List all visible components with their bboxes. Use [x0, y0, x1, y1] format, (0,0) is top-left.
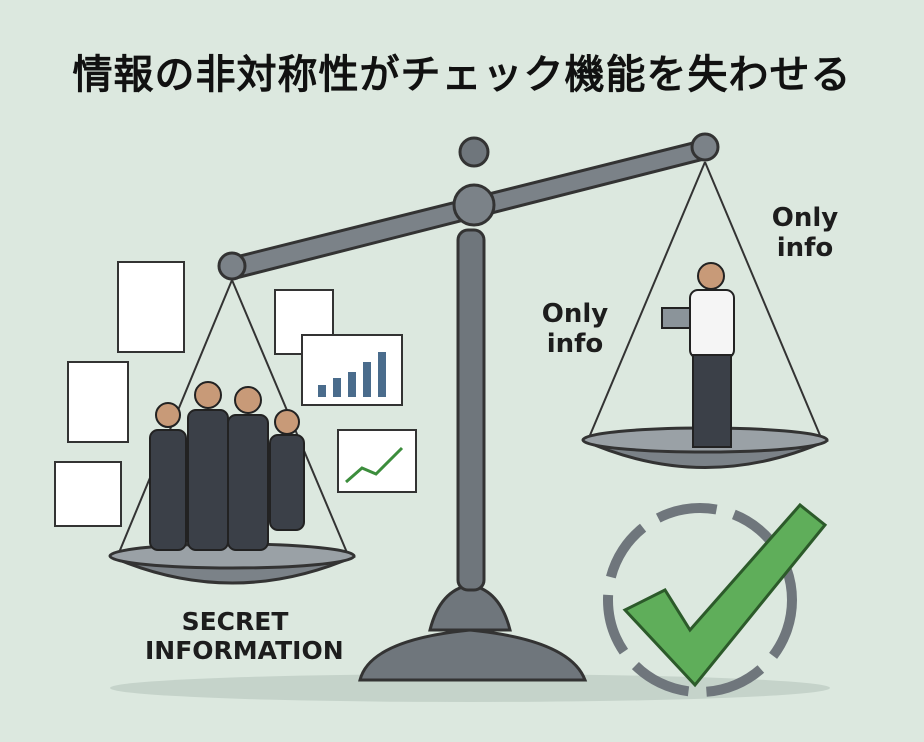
- scale-stand: [358, 136, 588, 682]
- page-title: 情報の非対称性がチェック機能を失わせる: [72, 52, 852, 98]
- only-info-b-line1: Only: [771, 203, 839, 233]
- only-info-label-left: Only info: [530, 299, 620, 360]
- scale-beam: [217, 132, 720, 281]
- left-pan: [108, 542, 356, 585]
- dashed-circle: [603, 503, 797, 697]
- only-info-label-right: Only info: [760, 203, 850, 264]
- trend-line-icon: [345, 446, 404, 484]
- only-info-a-line2: info: [546, 328, 604, 359]
- secret-label-line2: INFORMATION: [145, 635, 344, 665]
- secret-label-line1: SECRET: [181, 607, 289, 636]
- group-of-people: [149, 381, 305, 551]
- only-info-a-line1: Only: [541, 299, 609, 329]
- bar-chart-icon: [318, 352, 386, 397]
- only-info-b-line2: info: [776, 232, 834, 263]
- secret-information-label: SECRET INFORMATION: [145, 607, 344, 666]
- single-person: [661, 262, 735, 448]
- checkmark-icon: [622, 502, 828, 688]
